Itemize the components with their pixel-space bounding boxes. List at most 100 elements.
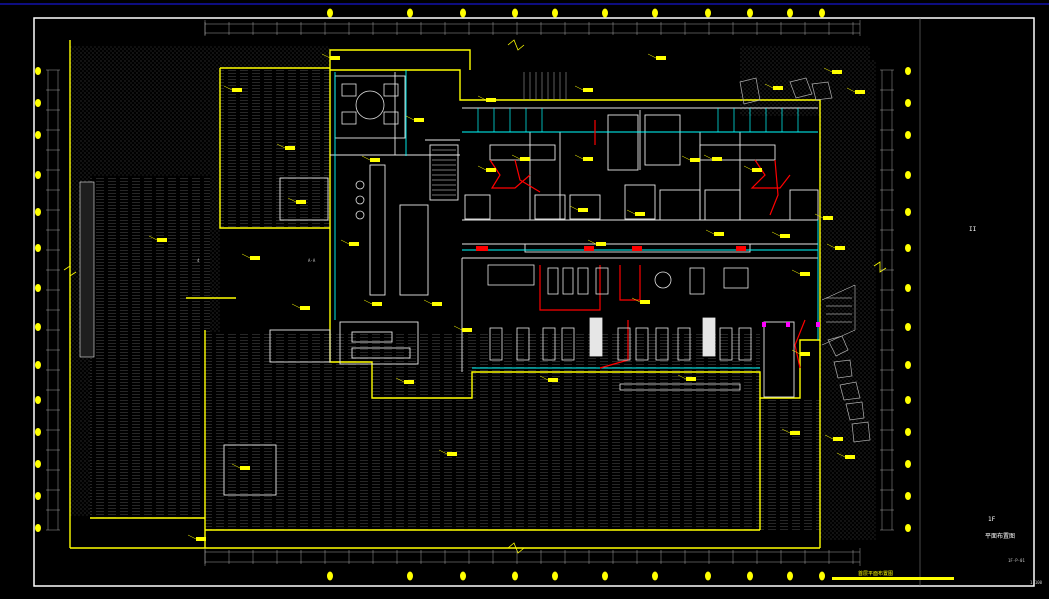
room-tag-leader [539,375,549,381]
lounge-furniture [341,83,399,220]
sheet-number: 1F-P-01 [1008,558,1025,563]
room-tag-marker [250,256,260,260]
grid-bubble-left [35,524,41,532]
room-tag-marker [800,272,810,276]
sheet-frame [33,17,1035,587]
room-tag-marker [157,238,167,242]
center-note: 4 [197,258,200,263]
pool-lane [79,181,95,358]
room-tag-marker [330,56,340,60]
grid-bubble-top [602,8,608,18]
room-tag-leader [681,155,691,161]
room-tag-marker [486,168,496,172]
room-tag-leader [291,303,301,309]
grid-bubble-top [407,8,413,18]
red-piping [489,120,806,369]
room-tags [148,53,865,541]
grid-bubble-left [35,131,41,139]
room-tag-leader [340,239,350,245]
grid-bubble-bottom [819,571,825,581]
equipment-row-lower [489,317,752,391]
room-tag-marker [372,302,382,306]
room-tag-leader [677,374,687,380]
red-markers [476,246,746,251]
room-tag-leader [363,299,373,305]
stair-left [432,149,456,196]
room-tag-marker [656,56,666,60]
grid-bubble-left [35,428,41,436]
room-tag-marker [712,157,722,161]
grid-bubble-left [35,99,41,107]
room-tag-marker [714,232,724,236]
grid-bubble-left [35,323,41,331]
grid-bubble-left [35,361,41,369]
room-tag-leader [574,154,584,160]
grid-bubble-bottom [652,571,658,581]
room-tag-leader [743,165,753,171]
room-tag-marker [462,328,472,332]
room-tag-leader [764,83,774,89]
room-tag-leader [405,115,415,121]
room-tag-leader [241,253,251,259]
grid-bubble-left [35,244,41,252]
room-tag-leader [781,428,791,434]
room-tag-leader [438,449,448,455]
room-tag-marker [196,537,206,541]
bottom-title-bar [832,577,954,580]
grid-bubble-top [705,8,711,18]
grid-bubble-right [905,208,911,216]
room-tag-leader [574,85,584,91]
deck-far-left [90,176,210,518]
room-tag-marker [686,377,696,381]
title-note: 平面布置图 [985,532,1015,540]
title-block-label: 1F [988,516,996,523]
grid-bubble-right [905,396,911,404]
room-tag-leader [477,165,487,171]
room-tag-marker [845,455,855,459]
deck-lower-area [205,332,760,530]
room-tag-leader [587,239,597,245]
deck-left-area [220,68,330,228]
room-tag-marker [583,88,593,92]
room-tag-leader [705,229,715,235]
room-tag-marker [780,234,790,238]
room-tag-marker [578,208,588,212]
room-tag-leader [395,377,405,383]
grid-bubble-top [552,8,558,18]
room-tag-leader [771,231,781,237]
section-note: A-A [308,258,316,263]
room-tag-marker [432,302,442,306]
room-tag-leader [703,154,713,160]
grid-bubble-top [819,8,825,18]
room-tag-marker [583,157,593,161]
grid-bubble-top [747,8,753,18]
grid-bubble-bottom [705,571,711,581]
room-tag-marker [823,216,833,220]
room-tag-marker [548,378,558,382]
room-tag-marker [640,300,650,304]
grid-bubble-top [460,8,466,18]
dimension-ticks [46,22,894,564]
grid-bubble-right [905,284,911,292]
grid-bubble-bottom [407,571,413,581]
magenta-markers [762,322,820,327]
bottom-dimension-strip [204,548,861,566]
grid-bubble-left [35,67,41,75]
site-hatch-top-right [740,46,870,116]
grid-bubble-top [327,8,333,18]
stepping-stones [739,77,871,443]
grid-bubble-right [905,131,911,139]
room-tag-leader [148,235,158,241]
room-tag-marker [486,98,496,102]
grid-bubble-left [35,492,41,500]
room-tag-leader [511,154,521,160]
grid-bubble-right [905,67,911,75]
room-tag-marker [447,452,457,456]
room-tag-leader [187,534,197,540]
grid-bubble-bottom [747,571,753,581]
room-tag-leader [836,452,846,458]
room-tag-marker [832,70,842,74]
room-tag-marker [790,431,800,435]
room-tag-marker [596,242,606,246]
room-tag-leader [823,67,833,73]
